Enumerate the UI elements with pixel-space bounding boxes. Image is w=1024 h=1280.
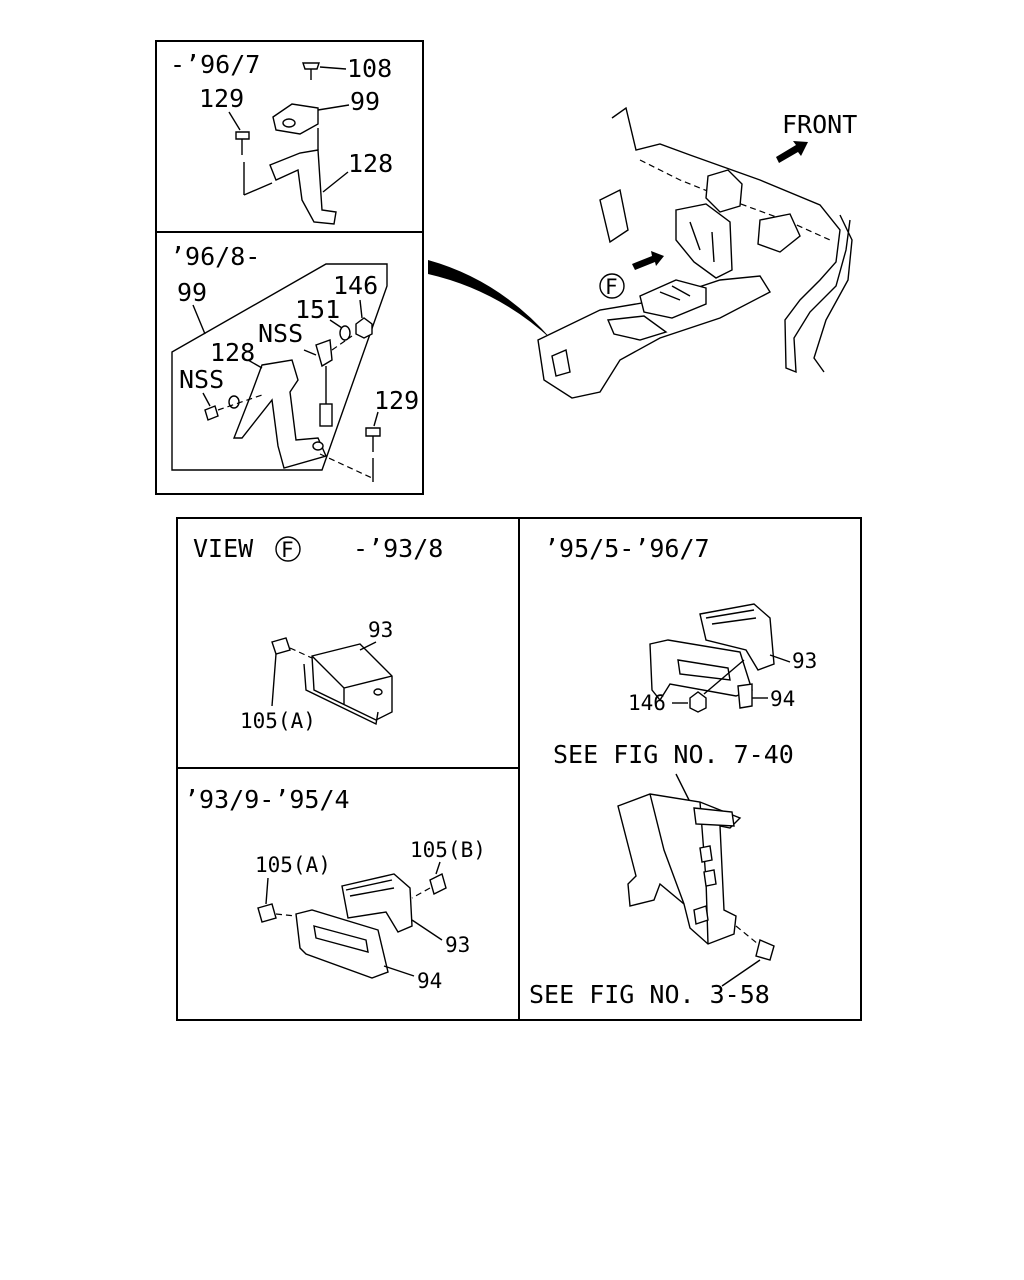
- upper-panel: -’96/7 108 99 129: [170, 50, 393, 225]
- callout-151: 151: [295, 295, 340, 324]
- console-bracket-icon: [617, 793, 742, 945]
- console-tray: [606, 315, 668, 341]
- bolt-129-lower-icon: [319, 411, 381, 482]
- control-module-93-icon: [303, 641, 393, 726]
- callout-129-upper: 129: [199, 84, 244, 113]
- reference-panel: SEE FIG NO. 7-40 SEE FIG NO. 3-58: [529, 740, 794, 1009]
- panel-93-95: ’93/9-’95/4 105(B) 105(A) 93: [184, 785, 486, 993]
- callout-93-view-f: 93: [368, 618, 393, 642]
- screw-nss-icon: [202, 392, 263, 421]
- front-label: FRONT: [782, 110, 857, 139]
- front-arrow-icon: [776, 141, 808, 163]
- nut-146-icon-2: [672, 659, 745, 713]
- view-f-arrow-icon: [632, 251, 664, 270]
- vehicle-overview: FRONT F: [537, 106, 857, 399]
- period-label-view-f: -’93/8: [353, 534, 443, 563]
- period-label-93-95: ’93/9-’95/4: [184, 785, 350, 814]
- view-f-marker-2: F: [281, 538, 294, 562]
- callout-93-93-95: 93: [445, 933, 470, 957]
- view-f-circle-icon: [599, 273, 625, 299]
- bracket-94-icon: [737, 683, 768, 709]
- bolt-105b-icon: [411, 861, 447, 899]
- callout-129-lower: 129: [374, 386, 419, 415]
- callout-105a-93-95: 105(A): [255, 853, 331, 877]
- callout-128-upper: 128: [348, 149, 393, 178]
- callout-94-93-95: 94: [417, 969, 442, 993]
- top-left-box: -’96/7 108 99 129: [155, 40, 424, 495]
- zoom-leader-wedge: [428, 260, 552, 340]
- screw-108-icon: [302, 62, 347, 80]
- center-bracket-detail: [689, 221, 715, 263]
- callout-nss-a: NSS: [258, 319, 303, 348]
- view-f-marker: F: [605, 275, 618, 299]
- callout-146: 146: [333, 271, 378, 300]
- sensor-99-icon: [272, 103, 350, 135]
- panel-95-96: ’95/5-’96/7 93 146 94: [544, 534, 817, 715]
- shift-boot-detail: [659, 285, 691, 301]
- bottom-grid: VIEW F -’93/8 93 105(A) ’95/5-’96/7: [176, 517, 862, 1021]
- bolt-ref-icon: [721, 925, 775, 987]
- callout-99-upper: 99: [350, 87, 380, 116]
- door-edge: [813, 214, 853, 373]
- view-label: VIEW: [193, 534, 254, 563]
- see-fig-3-58: SEE FIG NO. 3-58: [529, 980, 770, 1009]
- bolt-129-icon: [228, 111, 250, 195]
- right-module: [757, 213, 801, 253]
- bolt-105a-icon: [271, 637, 313, 707]
- washer-151-icon: [329, 319, 351, 341]
- console-clip: [551, 349, 571, 377]
- control-module-93-icon-3: [295, 873, 443, 979]
- shift-boot: [639, 279, 707, 319]
- center-bracket: [675, 203, 733, 279]
- period-label-95-96: ’95/5-’96/7: [544, 534, 710, 563]
- callout-99-lower: 99: [177, 278, 207, 307]
- control-module-93-icon-2: [649, 603, 791, 702]
- assembly-99-outline: [171, 263, 388, 471]
- callout-105a-view-f: 105(A): [240, 709, 316, 733]
- callout-108: 108: [347, 54, 392, 83]
- callout-105b: 105(B): [410, 838, 486, 862]
- period-label-lower: ’96/8-: [170, 242, 260, 271]
- top-left-frame: [155, 40, 424, 495]
- callout-128-lower: 128: [210, 338, 255, 367]
- see-fig-7-40: SEE FIG NO. 7-40: [553, 740, 794, 769]
- view-f-circle-icon-2: [275, 536, 301, 562]
- callout-94-95-96: 94: [770, 687, 795, 711]
- bracket-128-icon: [243, 128, 349, 225]
- period-label-upper: -’96/7: [170, 50, 260, 79]
- callout-nss-b: NSS: [179, 365, 224, 394]
- bracket-128-lower-icon: [232, 359, 327, 469]
- sensor-unit-icon: [303, 335, 353, 427]
- upper-module: [705, 169, 743, 213]
- nut-146-icon: [355, 299, 373, 339]
- view-f-panel: VIEW F -’93/8 93 105(A): [193, 534, 443, 733]
- bolt-105a-icon-2: [257, 877, 297, 923]
- dashboard-outline: [611, 106, 851, 374]
- lower-panel: ’96/8- 99 146 151 NSS: [170, 242, 419, 482]
- callout-146-95-96: 146: [628, 691, 666, 715]
- callout-93-95-96: 93: [792, 649, 817, 673]
- left-bracket: [599, 188, 629, 244]
